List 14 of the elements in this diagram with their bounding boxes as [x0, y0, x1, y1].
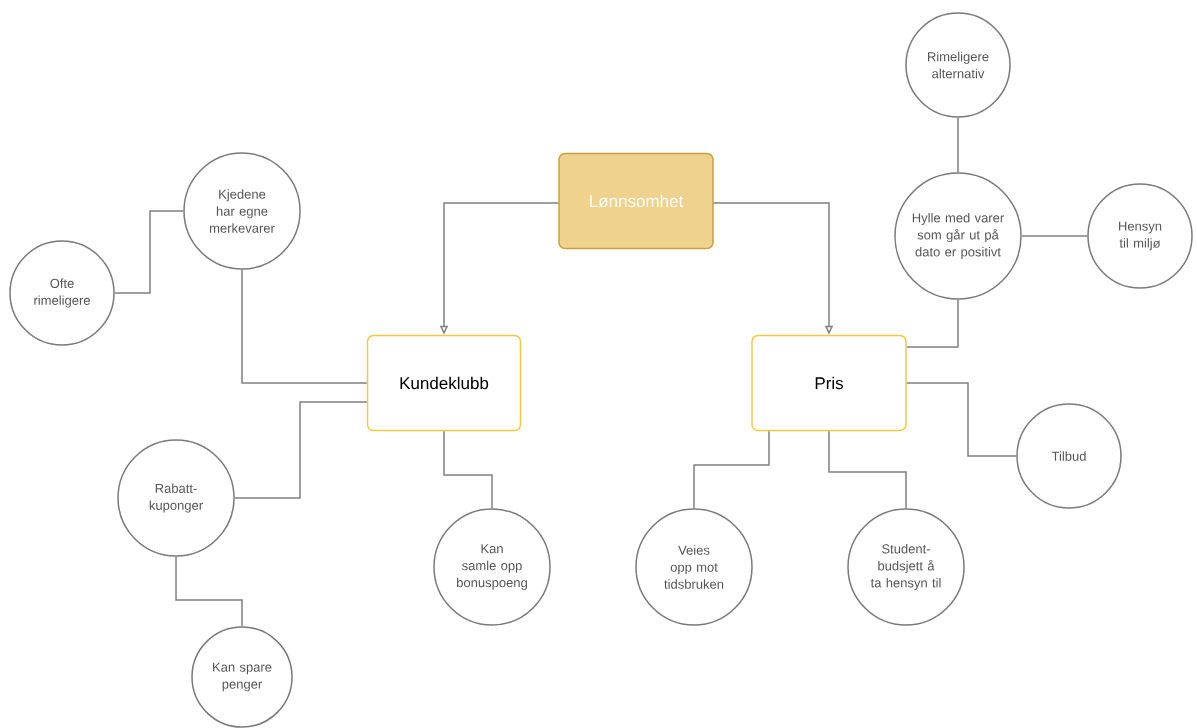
connector — [693, 430, 770, 509]
connector — [175, 556, 243, 627]
connector — [241, 269, 368, 384]
connector — [234, 401, 368, 499]
connector — [1021, 235, 1088, 237]
connector — [906, 382, 1017, 457]
topic-box: Pris — [751, 334, 907, 432]
main-box: Lønnsomhet — [558, 152, 714, 250]
connector — [906, 299, 959, 348]
connector — [957, 117, 959, 173]
connector — [114, 210, 184, 294]
connector — [828, 430, 907, 509]
connector — [443, 430, 493, 509]
topic-box: Kundeklubb — [366, 334, 522, 432]
